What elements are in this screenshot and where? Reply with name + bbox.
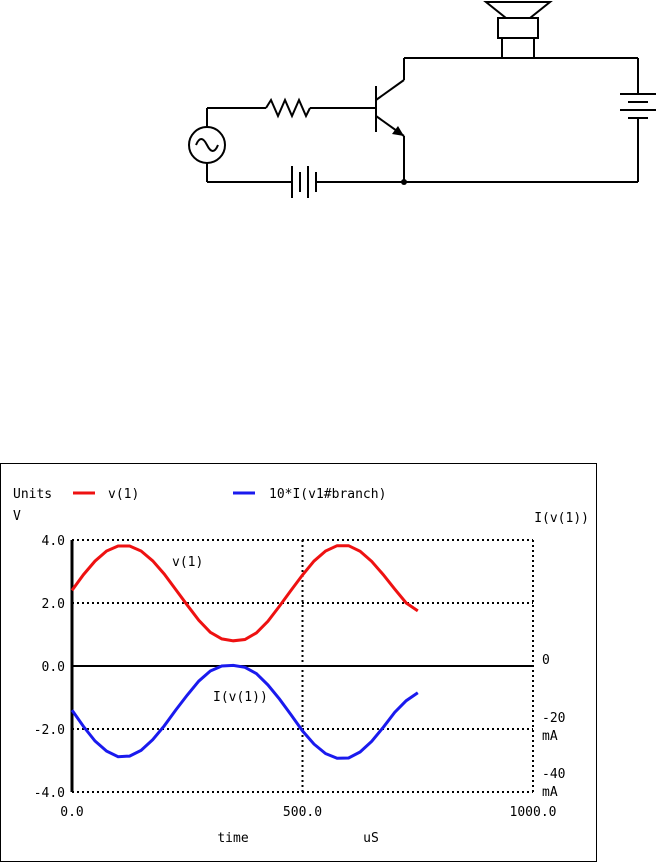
x-axis-label: time — [217, 831, 248, 846]
junction-dot — [401, 179, 407, 185]
y-tick-label: 2.0 — [42, 597, 65, 612]
left-unit-label: V — [13, 509, 21, 524]
y-tick-label: 4.0 — [42, 534, 65, 549]
x-tick-label: 500.0 — [283, 805, 322, 820]
annotation-i: I(v(1)) — [213, 690, 268, 705]
emitter-arrow-icon — [392, 126, 404, 136]
right-tick-label: mA — [542, 785, 558, 800]
speaker-icon — [483, 0, 553, 19]
x-tick-label: 1000.0 — [510, 805, 557, 820]
x-tick-label: 0.0 — [60, 805, 83, 820]
plot-window: Units v(1) 10*I(v1#branch) V I(v(1)) 4.0 2.0 0.… — [0, 463, 597, 862]
series-line-1 — [70, 544, 419, 643]
legend-label-1: v(1) — [108, 487, 139, 502]
right-tick-label: -40 — [542, 767, 565, 782]
x-axis-unit: uS — [363, 831, 379, 846]
y-tick-label: -4.0 — [34, 786, 65, 801]
right-tick-label: -20 — [542, 711, 565, 726]
annotation-v: v(1) — [172, 555, 203, 570]
speaker-coil — [497, 17, 539, 39]
y-tick-label: -2.0 — [34, 723, 65, 738]
units-label: Units — [13, 487, 52, 502]
resistor-icon — [265, 97, 311, 119]
legend-label-2: 10*I(v1#branch) — [269, 487, 386, 502]
right-tick-label: 0 — [542, 653, 550, 668]
circuit-schematic — [188, 0, 656, 198]
series-line-2 — [70, 663, 419, 760]
right-axis-title: I(v(1)) — [534, 511, 589, 526]
right-tick-label: mA — [542, 729, 558, 744]
y-tick-label: 0.0 — [42, 660, 65, 675]
chart-svg: Units v(1) 10*I(v1#branch) V I(v(1)) 4.0 2.0 0.… — [13, 487, 589, 846]
